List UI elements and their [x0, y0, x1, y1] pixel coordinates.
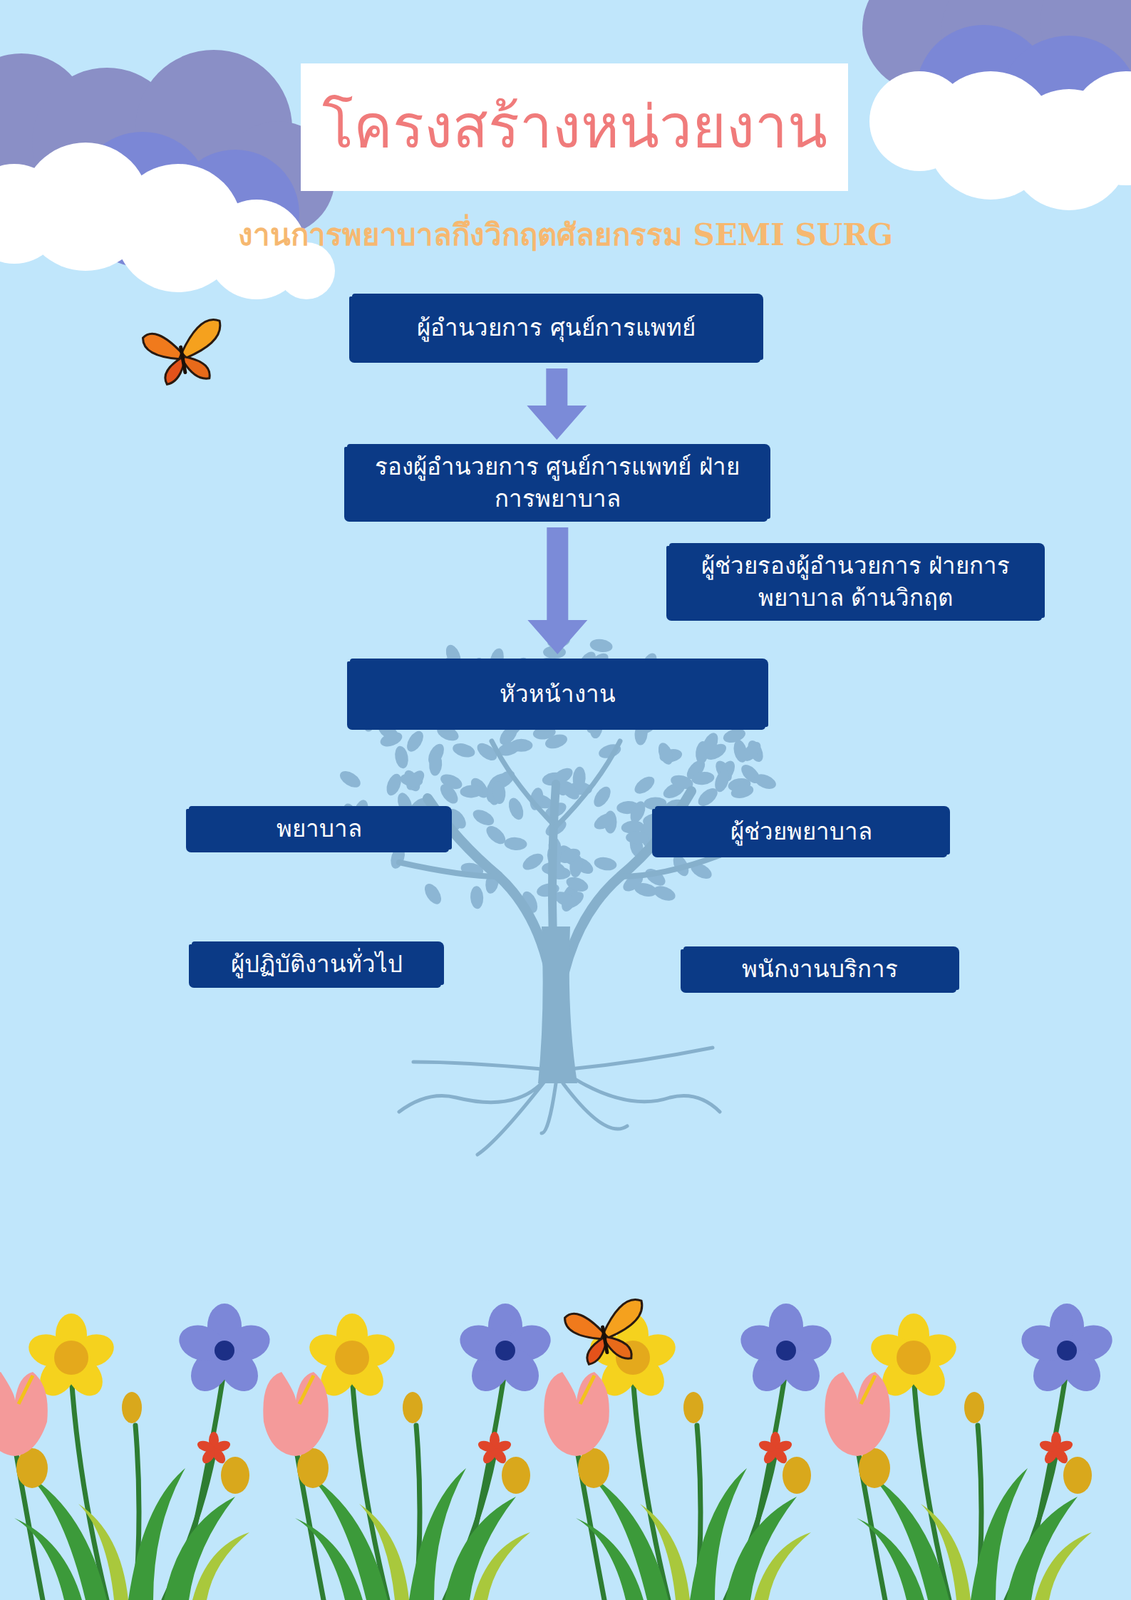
leaf [443, 642, 464, 669]
leaf [394, 791, 415, 817]
leaf [487, 647, 506, 673]
leaf [631, 773, 658, 798]
leaf [427, 696, 444, 722]
leaf [527, 687, 543, 711]
org-box: ผู้อำนวยการ ศุนย์การแพทย์ [352, 293, 761, 363]
org-box: หัวหน้างาน [349, 658, 766, 730]
leaf [550, 657, 576, 683]
leaf [503, 712, 527, 739]
leaf [699, 730, 722, 757]
leaf [589, 637, 614, 654]
leaf [505, 796, 526, 822]
leaf [637, 711, 663, 737]
leaf [698, 677, 725, 698]
leaf [469, 885, 484, 910]
box-label: ผู้ช่วยพยาบาล [730, 816, 873, 849]
leaf [751, 771, 778, 792]
leaf [337, 767, 364, 791]
leaf [520, 850, 547, 874]
leaf [721, 830, 747, 857]
leaf [577, 688, 603, 709]
cloud [0, 49, 335, 300]
org-box: พนักงานบริการ [683, 946, 957, 993]
leaf [690, 770, 715, 787]
leaf [399, 771, 424, 789]
box-label: พยาบาล [276, 813, 363, 846]
butterfly [141, 318, 230, 389]
leaf [655, 740, 676, 767]
leaf [664, 682, 679, 705]
leaf [451, 741, 477, 760]
leaf [451, 702, 478, 727]
box-label: ผู้ปฏิบัติงานทั่วไป [230, 948, 403, 981]
leaf [575, 648, 599, 675]
leaf [362, 708, 377, 732]
org-box: รองผู้อำนวยการ ศูนย์การแพทย์ ฝ่ายการพยาบ… [347, 443, 768, 522]
leaf [491, 780, 507, 804]
leaf [572, 766, 587, 790]
title-text: โครงสร้างหน่วยงาน [322, 94, 828, 159]
leaf [403, 728, 427, 755]
subtitle-text: งานการพยาบาลกึ่งวิกฤตศัลยกรรม SEMI SURG [238, 217, 893, 253]
leaf [543, 731, 570, 752]
leaf [481, 690, 507, 716]
butterfly [563, 1298, 652, 1369]
flower-border [0, 1303, 1117, 1600]
org-box: ผู้ปฏิบัติงานทั่วไป [191, 941, 442, 988]
tree-illustration [337, 632, 779, 1155]
box-label: ผู้อำนวยการ ศุนย์การแพทย์ [416, 312, 696, 345]
leaf [464, 680, 484, 707]
leaf [638, 650, 660, 678]
subtitle-holder: งานการพยาบาลกึ่งวิกฤตศัลยกรรม SEMI SURG [0, 210, 1131, 258]
leaf [643, 796, 667, 811]
leaf [591, 809, 618, 833]
leaf [584, 714, 611, 737]
leaf [421, 880, 445, 908]
leaf [459, 784, 484, 799]
leaf [365, 836, 391, 854]
leaf [712, 768, 732, 794]
leaf [739, 738, 765, 764]
leaf [519, 658, 535, 683]
leaf [351, 798, 371, 824]
leaf [393, 744, 410, 770]
leaf [592, 855, 618, 873]
leaf [428, 752, 443, 777]
leaf [434, 722, 461, 744]
box-label: รองผู้อำนวยการ ศูนย์การแพทย์ ฝ่ายการพยาบ… [365, 451, 750, 515]
leaf [590, 783, 615, 811]
box-label: หัวหน้างาน [499, 678, 616, 711]
leaf [743, 808, 759, 833]
org-box: พยาบาล [188, 806, 449, 853]
cloud [862, 0, 1131, 211]
leaf [503, 836, 528, 851]
leaf [375, 719, 402, 744]
leaf [721, 726, 748, 745]
leaf [729, 782, 755, 801]
org-box: ผู้ช่วยพยาบาล [654, 806, 948, 858]
leaf [690, 699, 712, 726]
box-label: ผู้ช่วยรองผู้อำนวยการ ฝ่ายการพยาบาล ด้าน… [687, 550, 1024, 614]
box-label: พนักงานบริการ [741, 953, 898, 986]
leaf [471, 657, 486, 682]
leaf [564, 874, 591, 895]
flow-arrow [527, 527, 588, 655]
flow-arrow [526, 368, 587, 440]
leaf [456, 663, 471, 688]
leaf [436, 781, 462, 807]
leaf [625, 830, 649, 845]
leaf [390, 828, 417, 851]
org-box: ผู้ช่วยรองผู้อำนวยการ ฝ่ายการพยาบาล ด้าน… [669, 543, 1042, 621]
leaf [470, 806, 497, 829]
title-box: โครงสร้างหน่วยงาน [300, 63, 849, 191]
leaf [388, 844, 408, 871]
